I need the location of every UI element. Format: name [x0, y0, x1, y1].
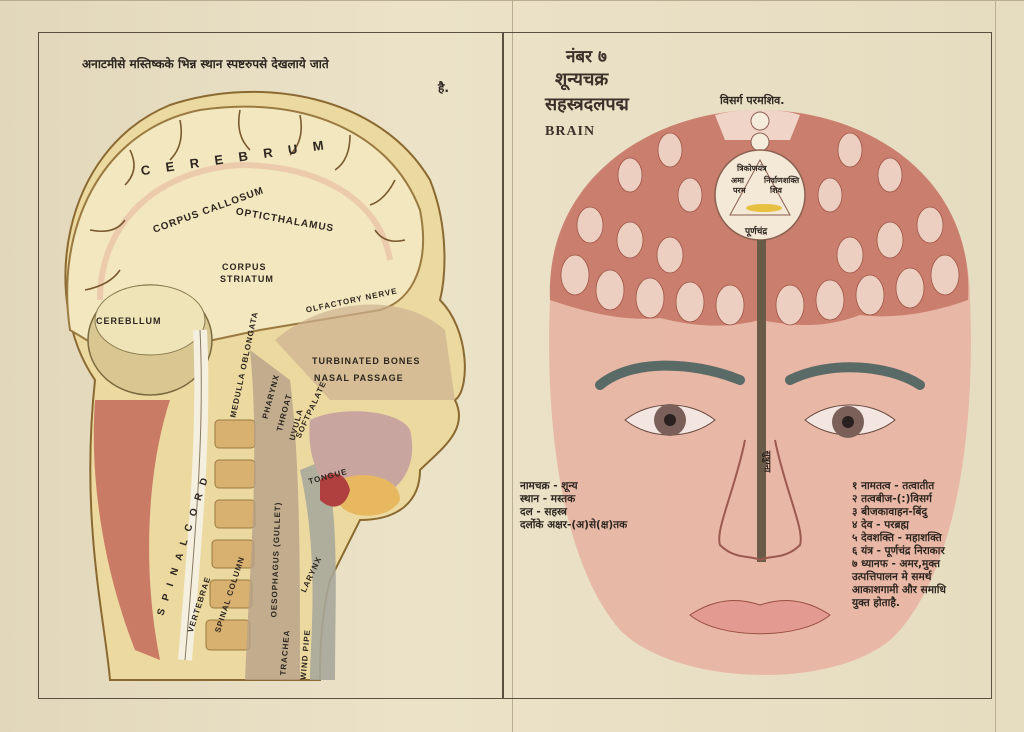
brain-title: BRAIN — [545, 124, 596, 139]
tattva-list: १ नामतत्व - तत्वातीत २ तत्वबीज-(:)विसर्ग… — [852, 480, 946, 610]
chakra-info-list: नामचक्र - शून्य स्थान - मस्तक दल - सहस्त… — [520, 480, 627, 532]
nirvana-shakti-label: निर्वाणशक्ति — [764, 176, 800, 185]
caption-line-1: अनाटमीसे मस्तिष्कके भिन्न स्थान स्पष्टरु… — [82, 57, 329, 71]
shiva-label: शिव — [770, 186, 782, 195]
caption-line-2: है. — [438, 81, 449, 95]
tattva-item: युक्त होताहै. — [852, 597, 900, 609]
label-cerebellum: CEREBLLUM — [96, 316, 162, 326]
chakra-name: शून्यचक्र — [555, 69, 609, 90]
yantra-label: त्रिकोणयंत्र — [737, 164, 767, 173]
tattva-item: ३ बीजकावाहन-बिंदु — [852, 506, 928, 518]
label-corpus-striatum-1: CORPUS — [222, 262, 267, 272]
plate-divider — [502, 32, 504, 699]
tattva-item: १ नामतत्व - तत्वातीत — [852, 480, 935, 492]
ama-label: अमा — [731, 176, 744, 185]
page-edge-right — [995, 0, 996, 732]
info-item: स्थान - मस्तक — [520, 493, 576, 505]
tattva-item: ६ यंत्र - पूर्णचंद्र निराकार — [852, 545, 945, 557]
plate-number: नंबर ७ — [566, 47, 607, 67]
info-item: नामचक्र - शून्य — [520, 480, 578, 492]
tattva-item: २ तत्वबीज-(:)विसर्ग — [852, 493, 932, 505]
label-nasal-passage: NASAL PASSAGE — [314, 373, 404, 383]
tattva-item: ५ देवशक्ति - महाशक्ति — [852, 532, 942, 544]
tattva-item: आकाशगामी और समाधि — [852, 584, 946, 596]
label-corpus-striatum-2: STRIATUM — [220, 274, 274, 284]
info-item: दल - सहस्त्र — [520, 506, 567, 518]
info-item: दलोंके अक्षर-(अ)से(क्ष)तक — [520, 519, 628, 531]
anatomy-panel: अनाटमीसे मस्तिष्कके भिन्न स्थान स्पष्टरु… — [64, 57, 466, 681]
sushumna-label: सुषुम्ना — [761, 450, 772, 473]
visarga-label: विसर्ग परमशिव. — [720, 94, 785, 107]
plate-frame — [38, 32, 992, 699]
head-section-illustration — [64, 90, 466, 681]
fold-line — [512, 0, 513, 732]
tattva-item: उत्पत्तिपालन मे समर्थ — [852, 571, 932, 583]
lotus-name: सहस्त्रदलपद्म — [545, 94, 629, 115]
purnachandra-label: पूर्णचंद्र — [745, 227, 768, 237]
label-turbinated-bones: TURBINATED BONES — [312, 356, 421, 366]
param-label: परम — [733, 186, 746, 195]
tattva-item: ७ ध्यानफ - अमर,मुक्त — [852, 558, 940, 570]
tattva-item: ४ देव - परब्रह्म — [852, 519, 909, 531]
